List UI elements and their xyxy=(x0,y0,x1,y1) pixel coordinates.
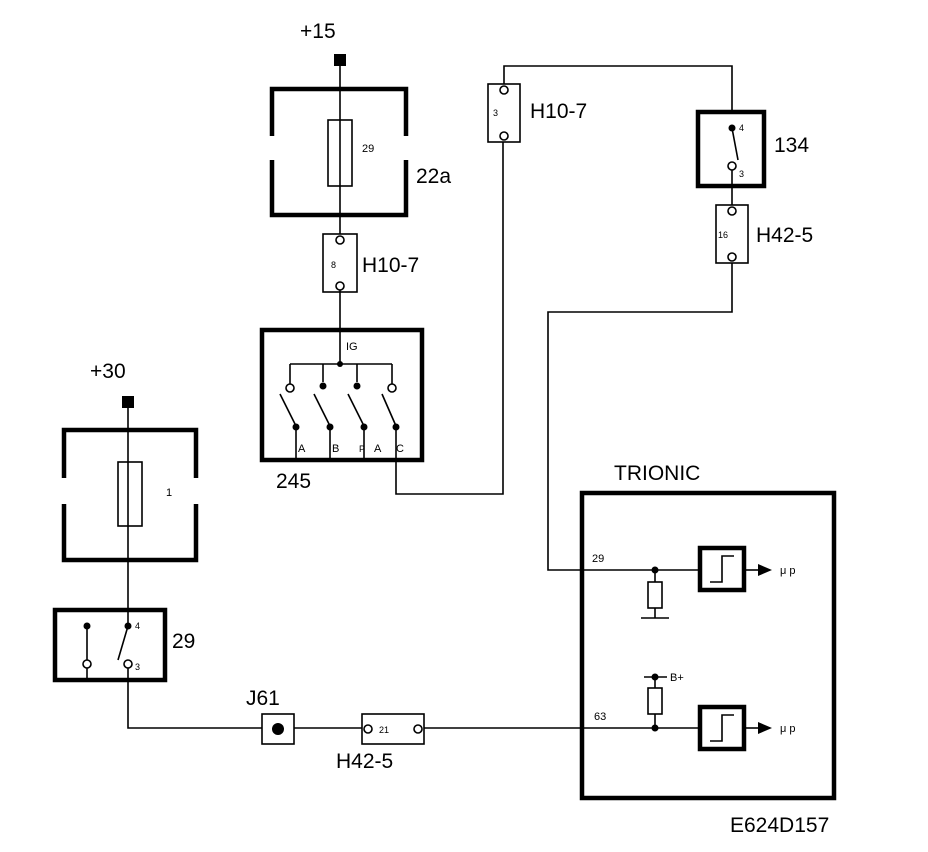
ignition-switch-label: 245 xyxy=(276,470,311,493)
relay-29 xyxy=(52,607,168,683)
wire-relay-29-to-j61 xyxy=(127,668,262,729)
fuse-box-1 xyxy=(61,427,199,563)
trionic-pulldown-resistor xyxy=(647,581,663,609)
connector-h42-5-pin21-label: H42-5 xyxy=(336,750,393,773)
trionic-pin-63: 63 xyxy=(594,711,606,723)
supply-plus15-terminal xyxy=(334,54,346,66)
relay-134 xyxy=(695,109,767,189)
wire-h42-5-to-trionic-29 xyxy=(547,263,733,571)
trionic-bplus-label: B+ xyxy=(670,672,684,684)
relay-134-pin-top: 4 xyxy=(739,123,744,133)
ignition-terminal-a2: A xyxy=(374,443,382,455)
relay-134-label: 134 xyxy=(774,134,809,157)
fuse-22a-number: 29 xyxy=(362,143,374,155)
connector-h10-7-pin8-number: 8 xyxy=(331,260,336,270)
trionic-output-2: μ p xyxy=(780,723,796,735)
diagram-id: E624D157 xyxy=(730,814,829,837)
wire-h10-7-to-134 xyxy=(503,65,733,110)
fuse-1-number: 1 xyxy=(166,487,172,499)
ignition-terminal-a1: A xyxy=(298,443,306,455)
relay-29-pin-bottom: 3 xyxy=(135,662,140,672)
relay-134-pin-bottom: 3 xyxy=(739,169,744,179)
ignition-terminal-b: B xyxy=(332,443,339,455)
trionic-schmitt-trigger-1 xyxy=(697,545,747,593)
trionic-output-1: μ p xyxy=(780,565,796,577)
ignition-switch-ig-label: IG xyxy=(346,341,358,353)
connector-h10-7-pin3-label: H10-7 xyxy=(530,100,587,123)
fuse-1-element xyxy=(117,461,143,527)
trionic-box xyxy=(579,490,837,801)
connector-h42-5-pin16-label: H42-5 xyxy=(756,224,813,247)
trionic-output-arrow-1 xyxy=(758,564,772,576)
ignition-terminal-c: C xyxy=(396,443,404,455)
trionic-pullup-resistor xyxy=(647,687,663,715)
supply-plus30-terminal xyxy=(122,396,134,408)
connector-h42-5-pin16-number: 16 xyxy=(718,230,728,240)
relay-29-pin-top: 4 xyxy=(135,621,140,631)
fuse-box-22a xyxy=(269,86,409,218)
supply-plus15-label: +15 xyxy=(300,20,336,43)
trionic-output-arrow-2 xyxy=(758,722,772,734)
connector-h10-7-pin8-label: H10-7 xyxy=(362,254,419,277)
wire-ign-c-to-h10-7 xyxy=(395,142,504,495)
supply-plus30-label: +30 xyxy=(90,360,126,383)
connector-h42-5-pin21-number: 21 xyxy=(379,725,389,735)
connector-h10-7-pin3-number: 3 xyxy=(493,108,498,118)
fuse-22a-label: 22a xyxy=(416,165,451,188)
trionic-pin-29: 29 xyxy=(592,553,604,565)
ignition-terminal-p: P xyxy=(359,444,365,454)
ignition-switch-245: IG xyxy=(259,327,425,463)
trionic-title: TRIONIC xyxy=(614,462,700,485)
relay-29-label: 29 xyxy=(172,630,195,653)
junction-j61-label: J61 xyxy=(246,687,280,710)
